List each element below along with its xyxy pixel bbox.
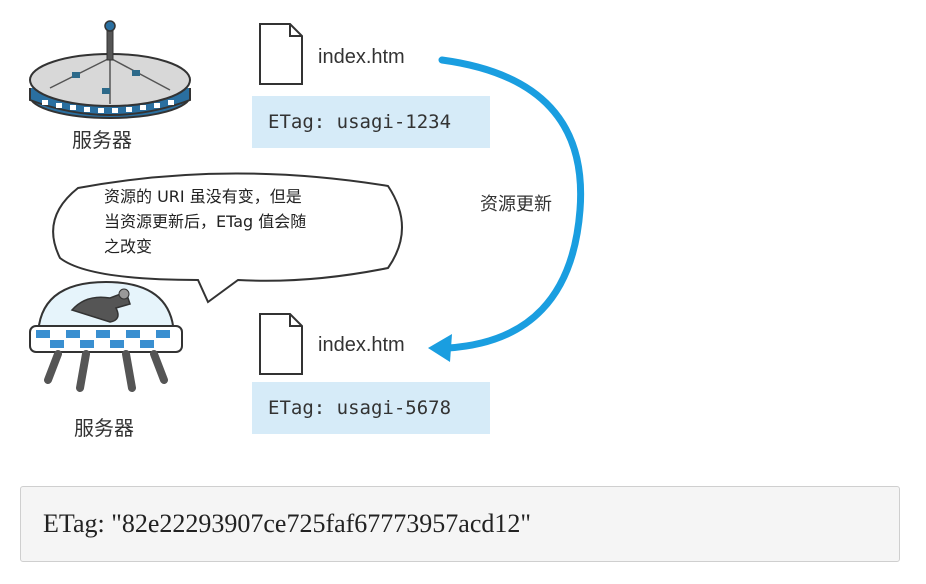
document-icon xyxy=(258,22,304,90)
document-icon xyxy=(258,312,304,380)
bubble-line: 资源的 URI 虽没有变，但是 xyxy=(104,187,302,206)
server-bottom: 服务器 xyxy=(26,280,186,440)
server-disc-icon xyxy=(29,20,191,119)
etag-header-code-block: ETag: "82e22293907ce725faf67773957acd12" xyxy=(20,486,900,562)
server-robot-icon xyxy=(29,280,183,392)
server-top: 服务器 xyxy=(20,18,200,153)
file-name: index.htm xyxy=(318,334,405,356)
update-label: 资源更新 xyxy=(480,194,552,215)
bubble-line: 当资源更新后，ETag 值会随 xyxy=(104,212,307,231)
bubble-text: 资源的 URI 虽没有变，但是 当资源更新后，ETag 值会随 之改变 xyxy=(104,184,394,259)
etag-value-box: ETag: usagi-5678 xyxy=(252,382,490,434)
bubble-line: 之改变 xyxy=(104,237,153,256)
etag-value-box: ETag: usagi-1234 xyxy=(252,96,490,148)
server-label: 服务器 xyxy=(72,128,132,152)
server-label: 服务器 xyxy=(74,416,134,440)
file-name: index.htm xyxy=(318,46,405,68)
curved-arrow-icon xyxy=(428,56,585,362)
speech-bubble xyxy=(52,172,403,304)
